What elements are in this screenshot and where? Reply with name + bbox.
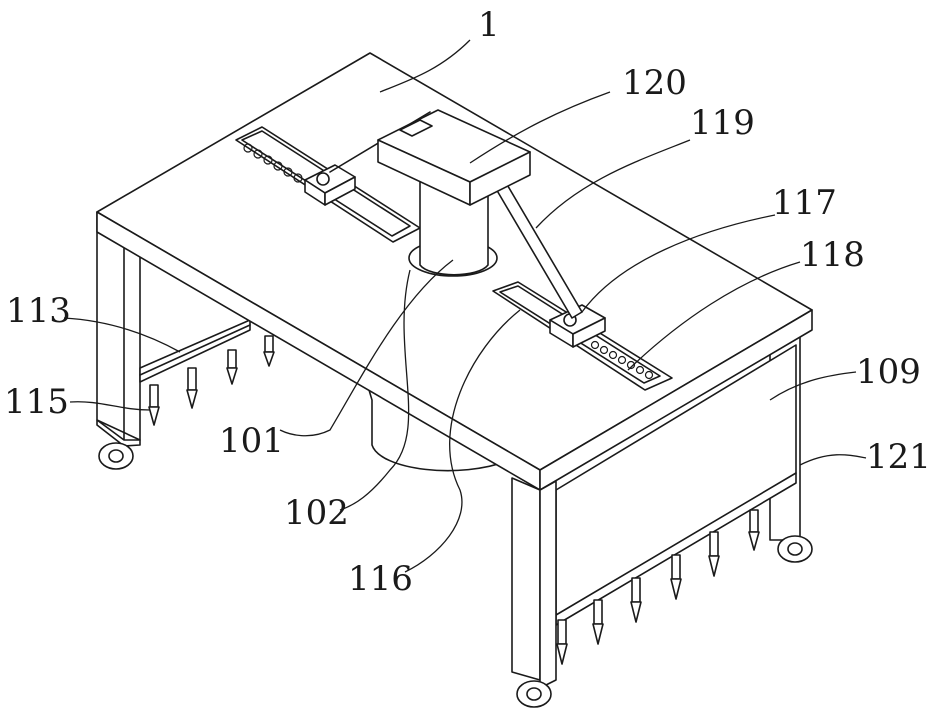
label-116: 116 [348, 559, 413, 599]
leg-front [512, 478, 556, 707]
label-117: 117 [772, 183, 837, 223]
rack-113 [140, 320, 274, 425]
label-115: 115 [4, 382, 69, 422]
label-119: 119 [690, 103, 755, 143]
label-121: 121 [866, 437, 931, 477]
label-120: 120 [622, 63, 687, 103]
label-118: 118 [800, 235, 865, 275]
spike-row-left [149, 336, 274, 425]
label-109: 109 [856, 352, 921, 392]
label-113: 113 [6, 291, 71, 331]
label-102: 102 [284, 493, 349, 533]
label-1: 1 [478, 5, 500, 45]
label-101: 101 [219, 421, 284, 461]
